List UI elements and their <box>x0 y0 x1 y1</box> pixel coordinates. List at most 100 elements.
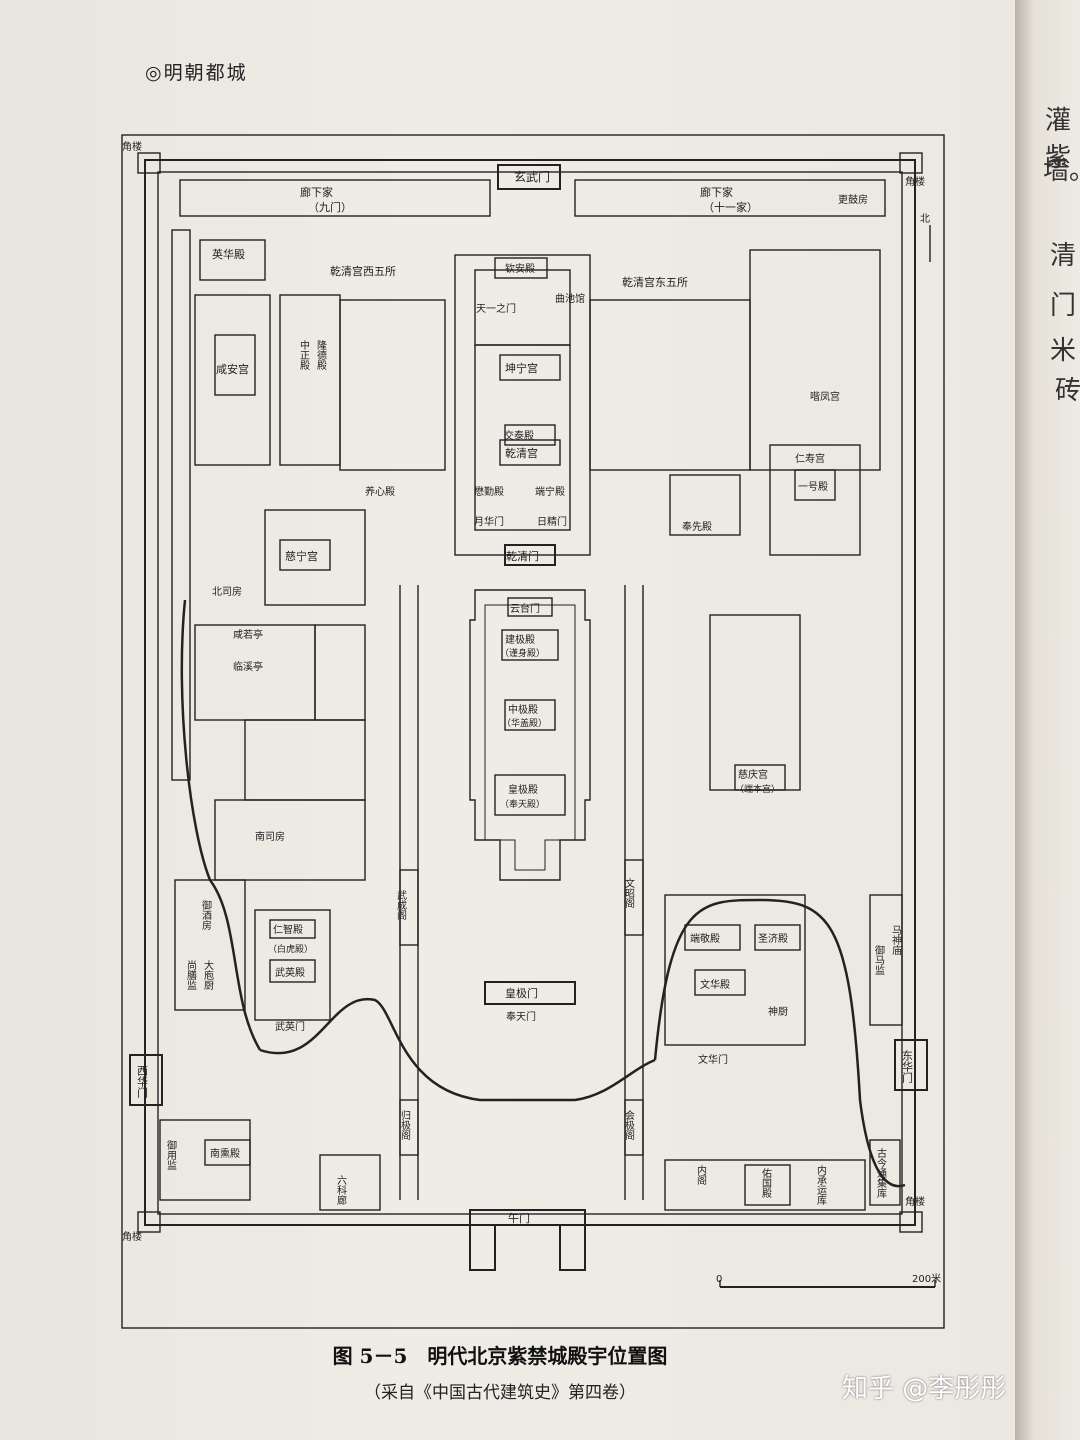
guiji-pavilion <box>399 1099 419 1156</box>
north-corridor-west <box>179 179 491 217</box>
label-langxiajia-e: 廊下家 <box>700 185 733 199</box>
label-beisifang: 北司房 <box>212 585 242 598</box>
label-yumajian: 御马监 <box>873 944 885 975</box>
label-liukelang: 六科廊 <box>335 1175 347 1206</box>
label-huangjidian: 皇极殿 <box>508 783 538 796</box>
label-renzhidian: 仁智殿 <box>273 923 303 936</box>
label-jiaolou-ne: 角楼 <box>905 175 925 188</box>
label-linxiting: 临溪亭 <box>233 660 263 673</box>
side-text-4: 门 <box>1050 291 1077 321</box>
donghuamen-box <box>894 1039 928 1091</box>
side-text-3: 清 <box>1050 241 1077 271</box>
fengxian-compound <box>669 474 741 536</box>
zhongzheng-compound <box>279 294 341 466</box>
wuying-hall-box <box>269 959 316 983</box>
youguo-hall-box <box>744 1164 791 1206</box>
xihuamen-box <box>129 1054 163 1106</box>
label-rijingmen: 日精门 <box>537 515 567 528</box>
yumajian-compound <box>869 894 903 1026</box>
label-quchiguan: 曲池馆 <box>555 292 585 305</box>
label-zhongjidian: 中极殿 <box>508 703 538 716</box>
label-qianqinggong: 乾清宫 <box>505 446 538 460</box>
label-qianqingmen: 乾清门 <box>506 549 539 563</box>
three-halls-platform <box>469 589 591 881</box>
label-yangxindian: 养心殿 <box>365 485 395 498</box>
side-text-1: 灌紫 <box>1045 106 1072 173</box>
label-shengjidian: 圣济殿 <box>758 932 788 945</box>
side-text-5: 米 <box>1050 336 1077 366</box>
wuying-compound <box>254 909 331 1021</box>
zhihu-watermark: 知乎 @李彤彤 <box>842 1374 1007 1404</box>
three-halls-inner-platform <box>484 604 576 871</box>
label-donghuamen: 东华门 <box>901 1050 914 1084</box>
label-xuanwumen: 玄武门 <box>514 169 550 184</box>
label-gengfang: 更鼓房 <box>838 193 868 206</box>
label-shangshanjian: 尚膳监 <box>185 959 197 990</box>
renshou-compound <box>769 444 861 556</box>
label-north: 北 <box>920 213 930 225</box>
label-wuchengge: 武成阁 <box>395 889 407 921</box>
xianan-compound <box>194 294 271 466</box>
label-jiaolou-nw: 角楼 <box>122 140 142 153</box>
label-duanningdian: 端宁殿 <box>535 485 565 498</box>
label-yihaodian: 一号殿 <box>798 481 828 493</box>
renzhi-hall-box <box>269 919 316 939</box>
nansifang-compound <box>214 799 366 881</box>
label-langxiajia-w: 廊下家 <box>300 185 333 199</box>
jianji-hall-box <box>501 629 559 661</box>
figure-source: （采自《中国古代建筑史》第四卷） <box>364 1383 636 1403</box>
label-neige: 内阁 <box>695 1164 707 1186</box>
east-compound <box>749 249 881 471</box>
label-jiaotaidian: 交泰殿 <box>504 429 534 442</box>
corner-tower-se <box>899 1211 923 1233</box>
map-frame <box>121 134 945 1329</box>
nanxun-hall-box <box>204 1139 251 1166</box>
label-nansifang: 南司房 <box>255 830 285 843</box>
inner-wall <box>157 171 903 1215</box>
label-kunninggong: 坤宁宫 <box>505 361 538 375</box>
cining-palace-box <box>279 539 331 571</box>
label-xiqiqing: 乾清宫西五所 <box>330 264 396 278</box>
chapter-header: ◎明朝都城 <box>145 62 248 84</box>
jiaotai-hall-box <box>504 424 556 446</box>
qianqingmen-box <box>504 544 556 566</box>
yuntai-gate-box <box>507 597 553 617</box>
label-jianjidian: 建极殿 <box>505 633 535 646</box>
wenhua-hall-box <box>694 969 746 996</box>
label-wenzhaoge: 文昭阁 <box>623 877 635 909</box>
label-nanxundian: 南熏殿 <box>210 1147 240 1160</box>
wucheng-pavilion <box>399 869 419 946</box>
cihuo-palace-box <box>734 764 786 791</box>
north-corridor-east <box>574 179 886 217</box>
label-qinan: 钦安殿 <box>505 262 535 275</box>
label-wumen: 午门 <box>508 1211 530 1225</box>
label-guijige: 归极阁 <box>399 1109 411 1141</box>
adjacent-page: 灌紫 墙。 清 门 米 砖 <box>1015 0 1080 1440</box>
label-yunfengtai: 云台门 <box>510 602 540 615</box>
label-wuyingmen: 武英门 <box>275 1020 305 1033</box>
yihao-hall-box <box>794 469 836 501</box>
golden-water-river <box>259 997 656 1102</box>
label-wenhuamen: 文华门 <box>698 1053 728 1066</box>
label-yujiufang: 御酒房 <box>200 899 212 931</box>
label-jiaolou-sw: 角楼 <box>122 1230 142 1243</box>
label-xianangong: 咸安宫 <box>216 362 249 376</box>
west-corridor <box>171 229 191 781</box>
label-huangjimen: 皇极门 <box>505 986 538 1000</box>
gujin-compound <box>869 1139 901 1206</box>
label-xianruoting: 咸若亭 <box>233 628 263 641</box>
wenhua-compound <box>664 894 806 1046</box>
label-maoqindian: 懋勤殿 <box>474 485 504 498</box>
label-longdedian: 隆德殿 <box>315 339 327 371</box>
label-cihuogong: 慈庆宫 <box>738 768 768 781</box>
label-duanjingdian: 端敬殿 <box>690 932 720 945</box>
qinan-hall <box>494 257 548 279</box>
jingchang-compound <box>314 624 366 721</box>
label-huagai: （华盖殿） <box>502 717 547 729</box>
label-wenhuadian: 文华殿 <box>700 978 730 991</box>
label-neichengyunku: 内承运库 <box>815 1164 827 1206</box>
label-jinshen: （谨身殿） <box>500 647 545 659</box>
label-renshougong: 仁寿宫 <box>795 452 825 465</box>
